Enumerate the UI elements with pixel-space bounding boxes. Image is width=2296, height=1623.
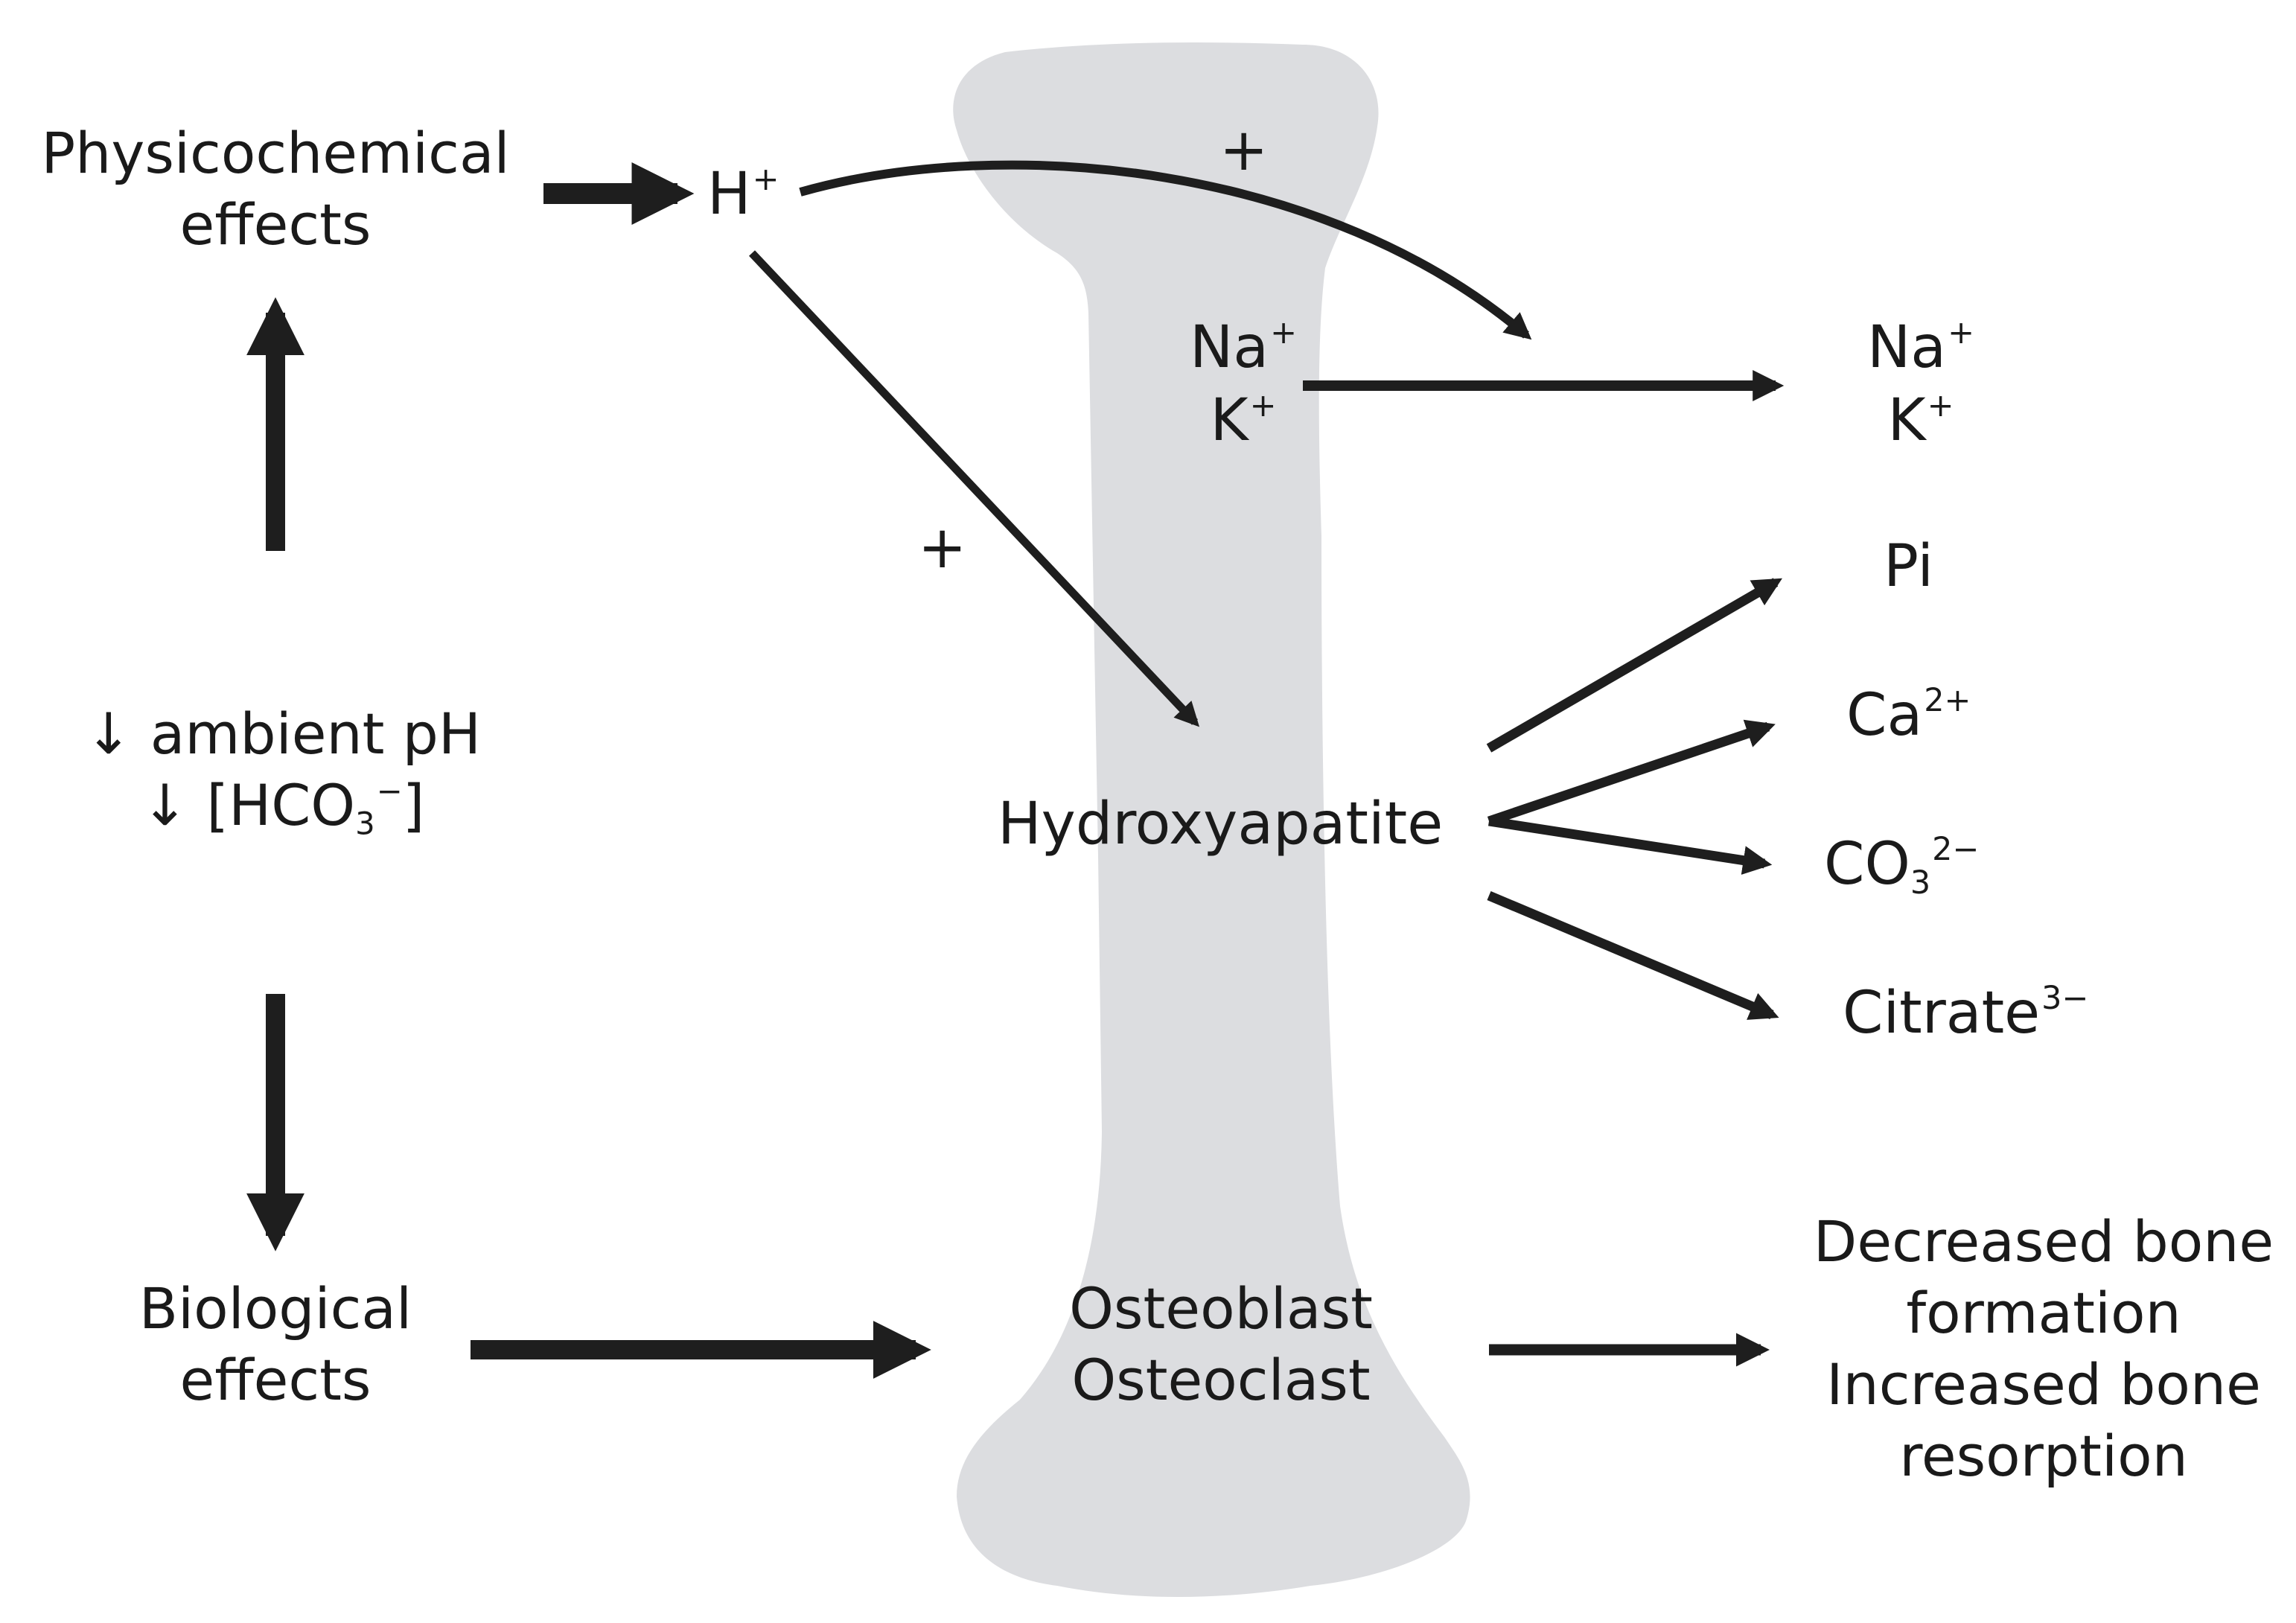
h-plus-label: H+ [707,163,779,223]
biological-effects-label: Biological effects [45,1281,506,1409]
physicochemical-effects-label: Physicochemical effects [7,125,543,253]
bone-shape [953,42,1470,1598]
arrow-h-to-hydroxyapatite [749,250,1200,727]
citrate-text: Citrate [1843,980,2041,1047]
co3-subscript: 3 [1910,864,1931,902]
biological-line2: effects [179,1347,371,1413]
ca-text: Ca [1846,682,1923,749]
na-left-charge: + [1270,313,1298,351]
arrow-to-ca [1487,719,1776,826]
citrate-label: Citrate3− [1843,982,2088,1042]
plus-sign-left: + [918,514,967,581]
arrow-to-co3 [1488,816,1773,875]
co3-text: CO [1824,831,1910,898]
k-right-charge: + [1927,386,1954,424]
k-left-charge: + [1249,386,1277,424]
na-right-charge: + [1948,313,1975,351]
k-right-text: K [1887,387,1926,454]
arrow-h-to-na-k [799,160,1532,340]
na-k-bone-label: Na+ K+ [1161,316,1325,450]
na-right-text: Na [1866,314,1947,381]
co3-charge: 2− [1932,830,1980,868]
carbonate-label: CO32− [1824,833,1979,899]
arrow-to-citrate [1487,891,1779,1020]
na-k-released-label: Na+ K+ [1839,316,2003,450]
osteoclast-text: Osteoclast [1071,1347,1371,1413]
outcome-line4: resorption [1899,1423,2188,1489]
h-plus-charge: + [752,160,779,198]
hydroxyapatite-label: Hydroxyapatite [998,791,1444,858]
hco3-charge: − [376,772,403,809]
h-plus-text: H [707,161,751,228]
outcome-line2: formation [1906,1280,2181,1346]
bone-outcome-label: Decreased bone formation Increased bone … [1802,1214,2286,1485]
hco3-subscript: 3 [355,805,375,842]
acidosis-condition-label: ↓ ambient pH ↓ [HCO3−] [45,706,521,839]
physicochemical-line2: effects [179,191,371,258]
outcome-line1: Decreased bone [1813,1208,2274,1275]
ca-charge: 2+ [1924,681,1971,719]
hco3-suffix: ] [402,772,425,838]
hco3-prefix: ↓ [HCO [141,772,356,838]
arrow-to-pi [1486,578,1782,753]
biological-line1: Biological [138,1275,412,1342]
outcome-line3: Increased bone [1826,1351,2261,1418]
physicochemical-line1: Physicochemical [41,120,510,186]
k-left-text: K [1210,387,1249,454]
bicarbonate-text: ↓ [HCO3−] [45,775,521,839]
pi-label: Pi [1884,533,1933,600]
calcium-label: Ca2+ [1846,684,1971,744]
bone-cells-label: Osteoblast Osteoclast [1027,1281,1415,1409]
ambient-ph-text: ↓ ambient pH [84,701,482,767]
citrate-charge: 3− [2041,979,2089,1017]
na-left-text: Na [1189,314,1269,381]
plus-sign-top: + [1219,117,1269,184]
osteoblast-text: Osteoblast [1069,1275,1373,1342]
